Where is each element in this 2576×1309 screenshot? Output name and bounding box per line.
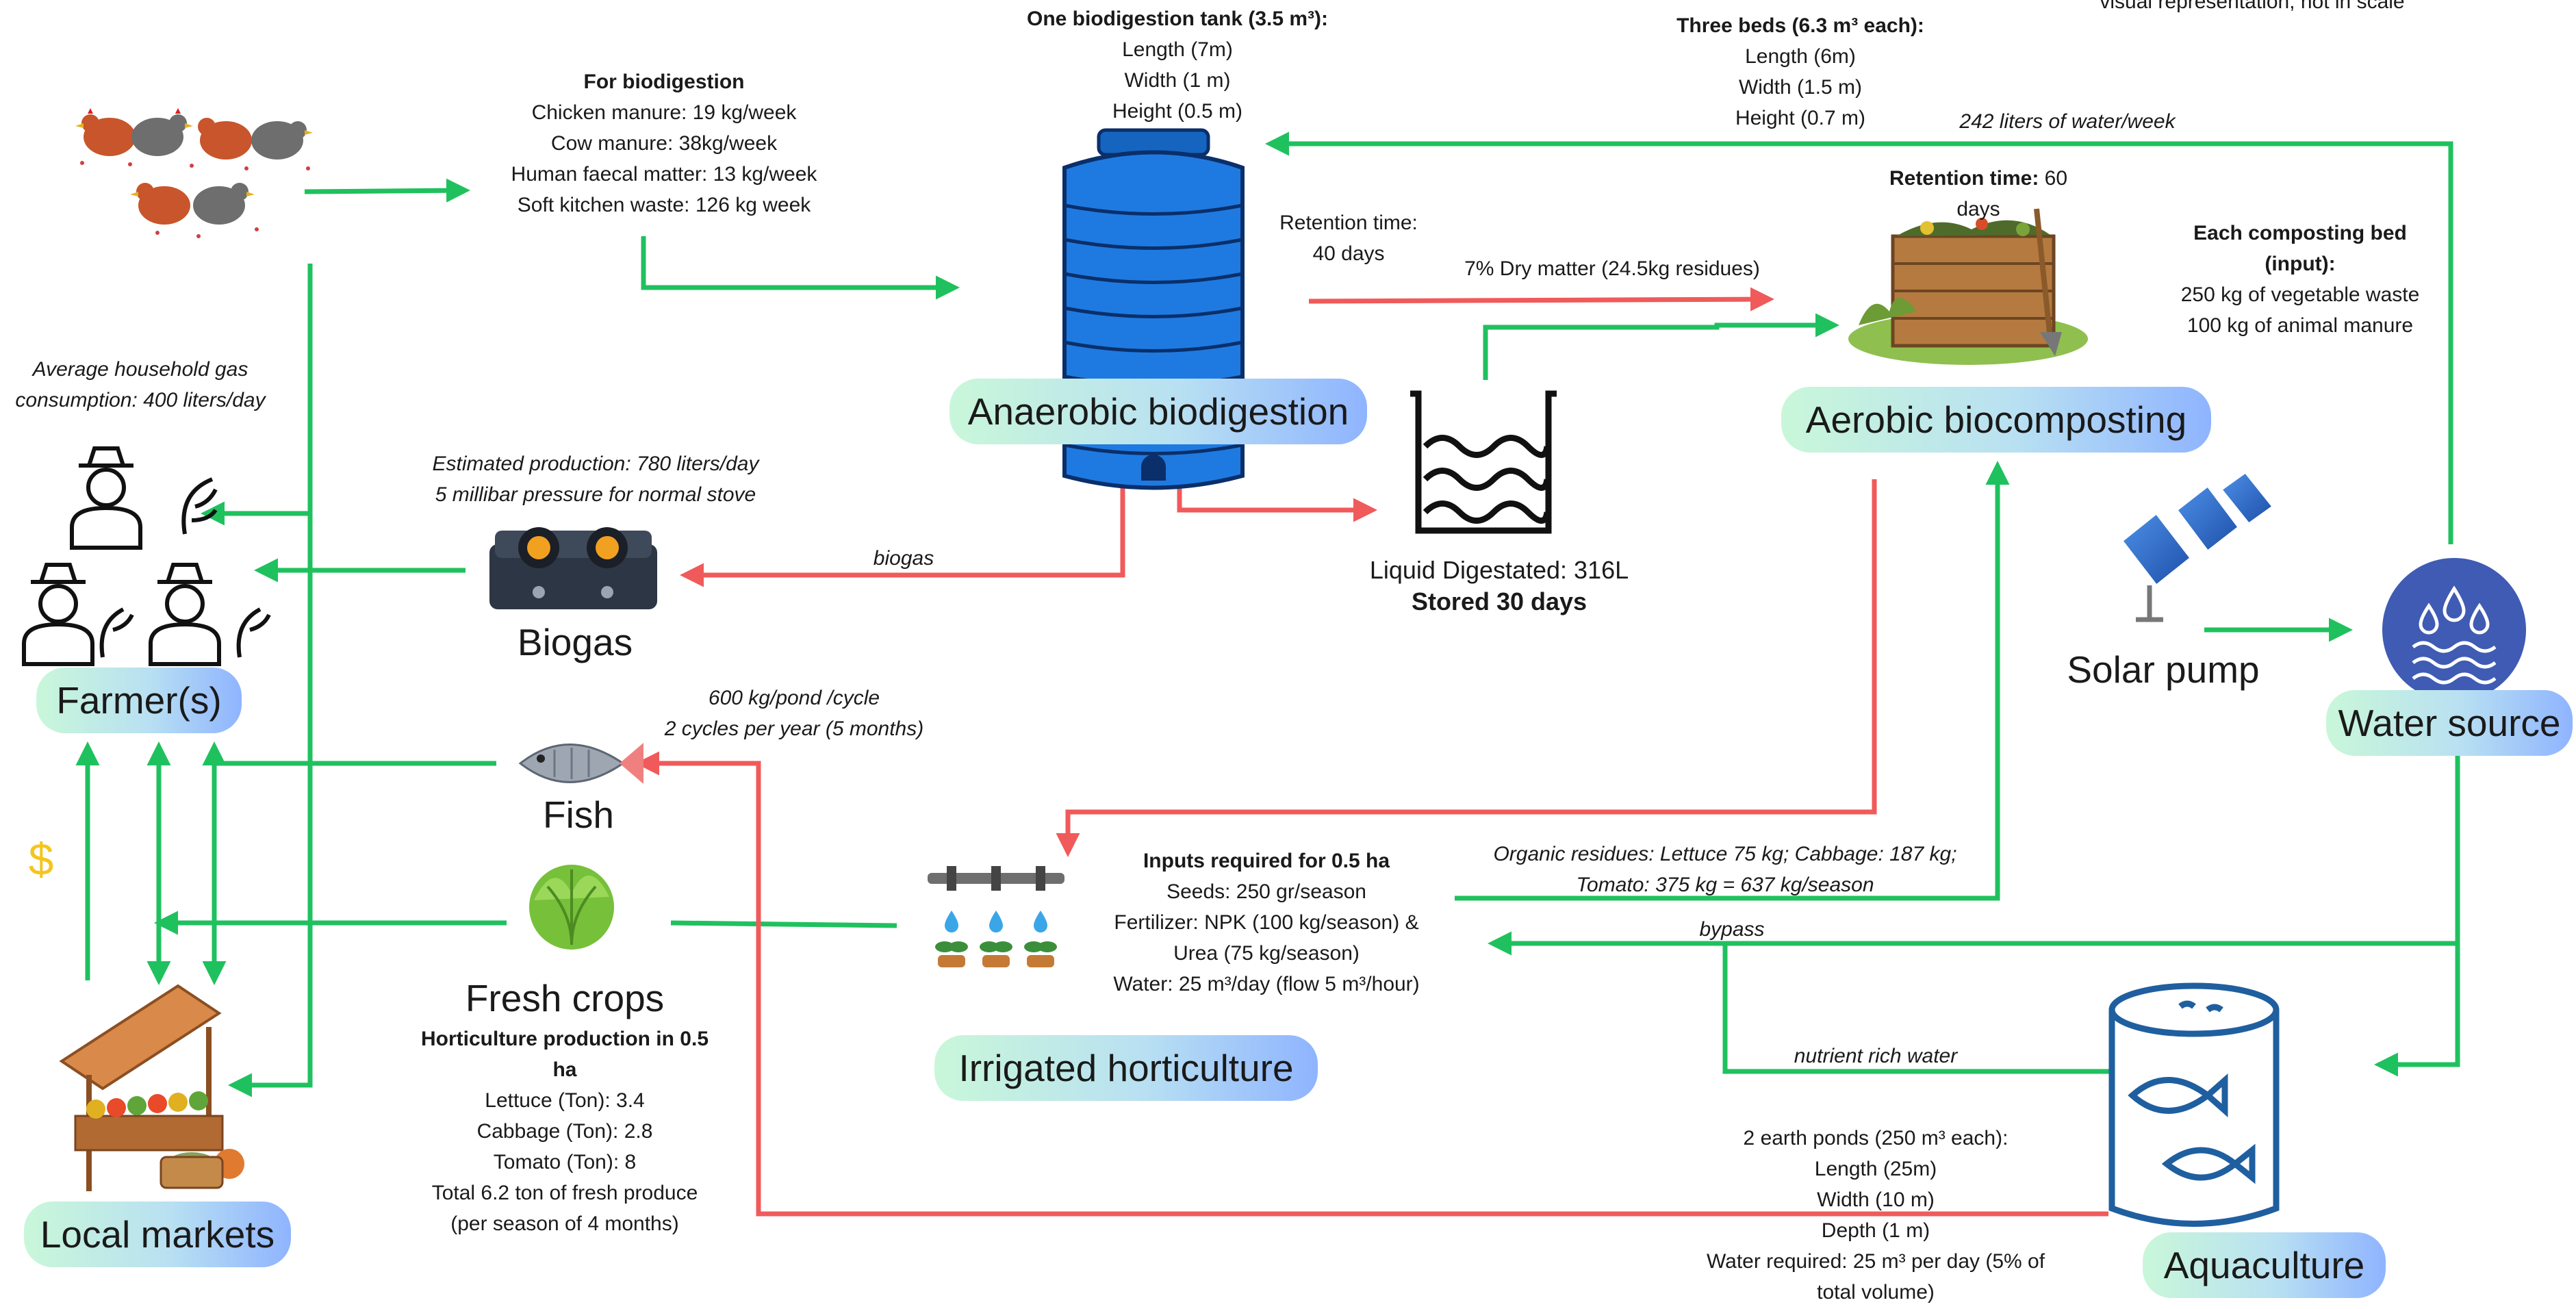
pond-specs: 2 earth ponds (250 m³ each): Length (25m… <box>1706 1127 2045 1304</box>
note-not-in-scale: visual representation, not in scale <box>2100 0 2405 13</box>
farmers-icon <box>22 446 271 666</box>
arrow-aquaculture-to-fish <box>635 751 2108 1217</box>
line-horticulture-to-crops <box>670 920 897 928</box>
arrow-compost-to-horticulture <box>1056 479 1877 857</box>
node-aquaculture: Aquaculture <box>2143 1232 2386 1298</box>
arrow-residues-to-compost <box>1455 461 2010 901</box>
retention-40: Retention time: 40 days <box>1279 212 1418 265</box>
label-biogas-flow: biogas <box>873 547 934 570</box>
label-water-per-week: 242 liters of water/week <box>1959 110 2176 133</box>
node-farmers: Farmer(s) <box>36 668 242 733</box>
fish-pond-icon <box>2108 982 2280 1227</box>
retention-60: Retention time: 60 days <box>1889 167 2068 220</box>
biodigestion-inputs: For biodigestion Chicken manure: 19 kg/w… <box>511 71 817 216</box>
arrow-water-to-horticulture <box>1488 753 2460 956</box>
tank-specs: One biodigestion tank (3.5 m³): Length (… <box>1026 8 1329 123</box>
label-solar-pump: Solar pump <box>2067 648 2260 691</box>
node-aerobic-biocomposting: Aerobic biocomposting <box>1781 387 2211 453</box>
compost-bin-icon <box>1848 208 2088 365</box>
node-irrigated-horticulture: Irrigated horticulture <box>934 1035 1318 1101</box>
label-dry-matter: 7% Dry matter (24.5kg residues) <box>1464 257 1760 280</box>
green-flows <box>75 131 2460 1097</box>
arrow-chickens-to-inputs <box>304 178 470 203</box>
horticulture-inputs: Inputs required for 0.5 ha Seeds: 250 gr… <box>1113 850 1420 995</box>
label-bypass: bypass <box>1699 918 1765 941</box>
cabbage-icon <box>529 865 614 950</box>
drip-irrigation-icon <box>928 866 1064 967</box>
label-biogas: Biogas <box>517 621 633 663</box>
arrow-inputs-to-tank <box>641 236 960 300</box>
gas-consumption: Average household gas consumption: 400 l… <box>15 358 266 411</box>
stove-icon <box>489 527 657 609</box>
water-drop-icon <box>2382 558 2526 702</box>
fish-icon <box>518 743 643 784</box>
label-nutrient-water: nutrient rich water <box>1794 1045 1958 1067</box>
fish-production: 600 kg/pond /cycle 2 cycles per year (5 … <box>664 687 924 740</box>
node-local-markets: Local markets <box>24 1202 291 1267</box>
arrow-digestate-to-compost <box>1483 313 1839 380</box>
liquid-digestate-label: Liquid Digestated: 316L Stored 30 days <box>1369 556 1629 615</box>
arrow-tank-to-biogas <box>680 462 1125 587</box>
red-flows <box>635 287 2108 1217</box>
estimated-production: Estimated production: 780 liters/day 5 m… <box>432 453 759 506</box>
node-water-source: Water source <box>2326 690 2573 756</box>
label-fresh-crops: Fresh crops <box>465 977 665 1019</box>
dollar-icon: $ <box>28 834 54 885</box>
chickens-icon <box>75 108 313 238</box>
composting-bed-inputs: Each composting bed (input): 250 kg of v… <box>2180 222 2420 337</box>
market-stall-icon <box>59 984 244 1191</box>
solar-panel-icon <box>2120 470 2275 622</box>
arrow-water-to-aquaculture <box>2374 945 2460 1077</box>
arrow-chickens-to-markets <box>228 264 313 1097</box>
node-anaerobic-biodigestion: Anaerobic biodigestion <box>949 379 1367 444</box>
beds-specs: Three beds (6.3 m³ each): Length (6m) Wi… <box>1676 14 1924 129</box>
arrow-water-to-tank <box>1265 131 2453 544</box>
label-fish: Fish <box>543 793 614 836</box>
organic-residues: Organic residues: Lettuce 75 kg; Cabbage… <box>1493 843 1957 896</box>
liquid-digestate-icon <box>1410 390 1557 534</box>
line-nutrient-water <box>1722 945 2112 1074</box>
arrow-dry-matter-to-compost <box>1308 287 1774 312</box>
horticulture-production: Horticulture production in 0.5 ha Lettuc… <box>420 1028 709 1235</box>
